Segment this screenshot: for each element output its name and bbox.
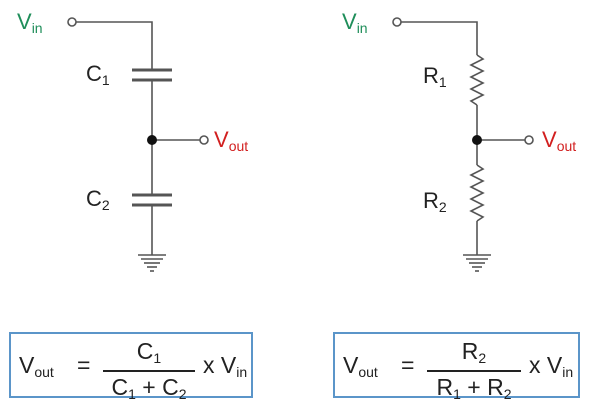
formula-equals: = <box>401 352 415 378</box>
right-junction-dot <box>472 135 482 145</box>
formula-equals: = <box>77 352 91 378</box>
left-input-wire <box>76 21 153 70</box>
right-ground-symbol <box>463 254 491 272</box>
left-c2-label: C2 <box>86 186 110 213</box>
fraction-bar <box>427 370 521 372</box>
right-vin-label: Vin <box>342 9 368 36</box>
left-c1-label: C1 <box>86 61 110 88</box>
formula-lhs: Vout <box>19 352 54 380</box>
formula-rhs: x Vin <box>203 352 248 380</box>
formula-lhs: Vout <box>343 352 378 380</box>
formula-fraction: R2 R1 + R2 <box>425 338 523 402</box>
right-input-wire <box>401 21 478 55</box>
formula-rhs: x Vin <box>529 352 574 380</box>
fraction-bar <box>103 370 195 372</box>
left-input-terminal <box>67 17 77 27</box>
left-vout-label: Vout <box>214 127 249 154</box>
right-output-terminal <box>524 135 534 145</box>
right-r1-resistor <box>469 54 485 106</box>
left-junction-dot <box>147 135 157 145</box>
right-input-terminal <box>392 17 402 27</box>
right-r2-resistor <box>469 164 485 222</box>
left-vin-label: Vin <box>17 9 43 36</box>
formula-fraction: C1 C1 + C2 <box>101 338 197 402</box>
formula-denominator: C1 + C2 <box>111 374 187 402</box>
formula-numerator: C1 <box>136 338 162 366</box>
formula-denominator: R1 + R2 <box>436 374 512 402</box>
right-r2-label: R2 <box>423 188 447 215</box>
left-output-terminal <box>199 135 209 145</box>
capacitor-formula-box: Vout = C1 C1 + C2 x Vin <box>9 332 253 402</box>
left-ground-symbol <box>138 254 166 272</box>
right-vout-label: Vout <box>542 127 577 154</box>
resistor-formula-box: Vout = R2 R1 + R2 x Vin <box>333 332 580 402</box>
formula-numerator: R2 <box>461 338 487 366</box>
right-r1-label: R1 <box>423 63 447 90</box>
